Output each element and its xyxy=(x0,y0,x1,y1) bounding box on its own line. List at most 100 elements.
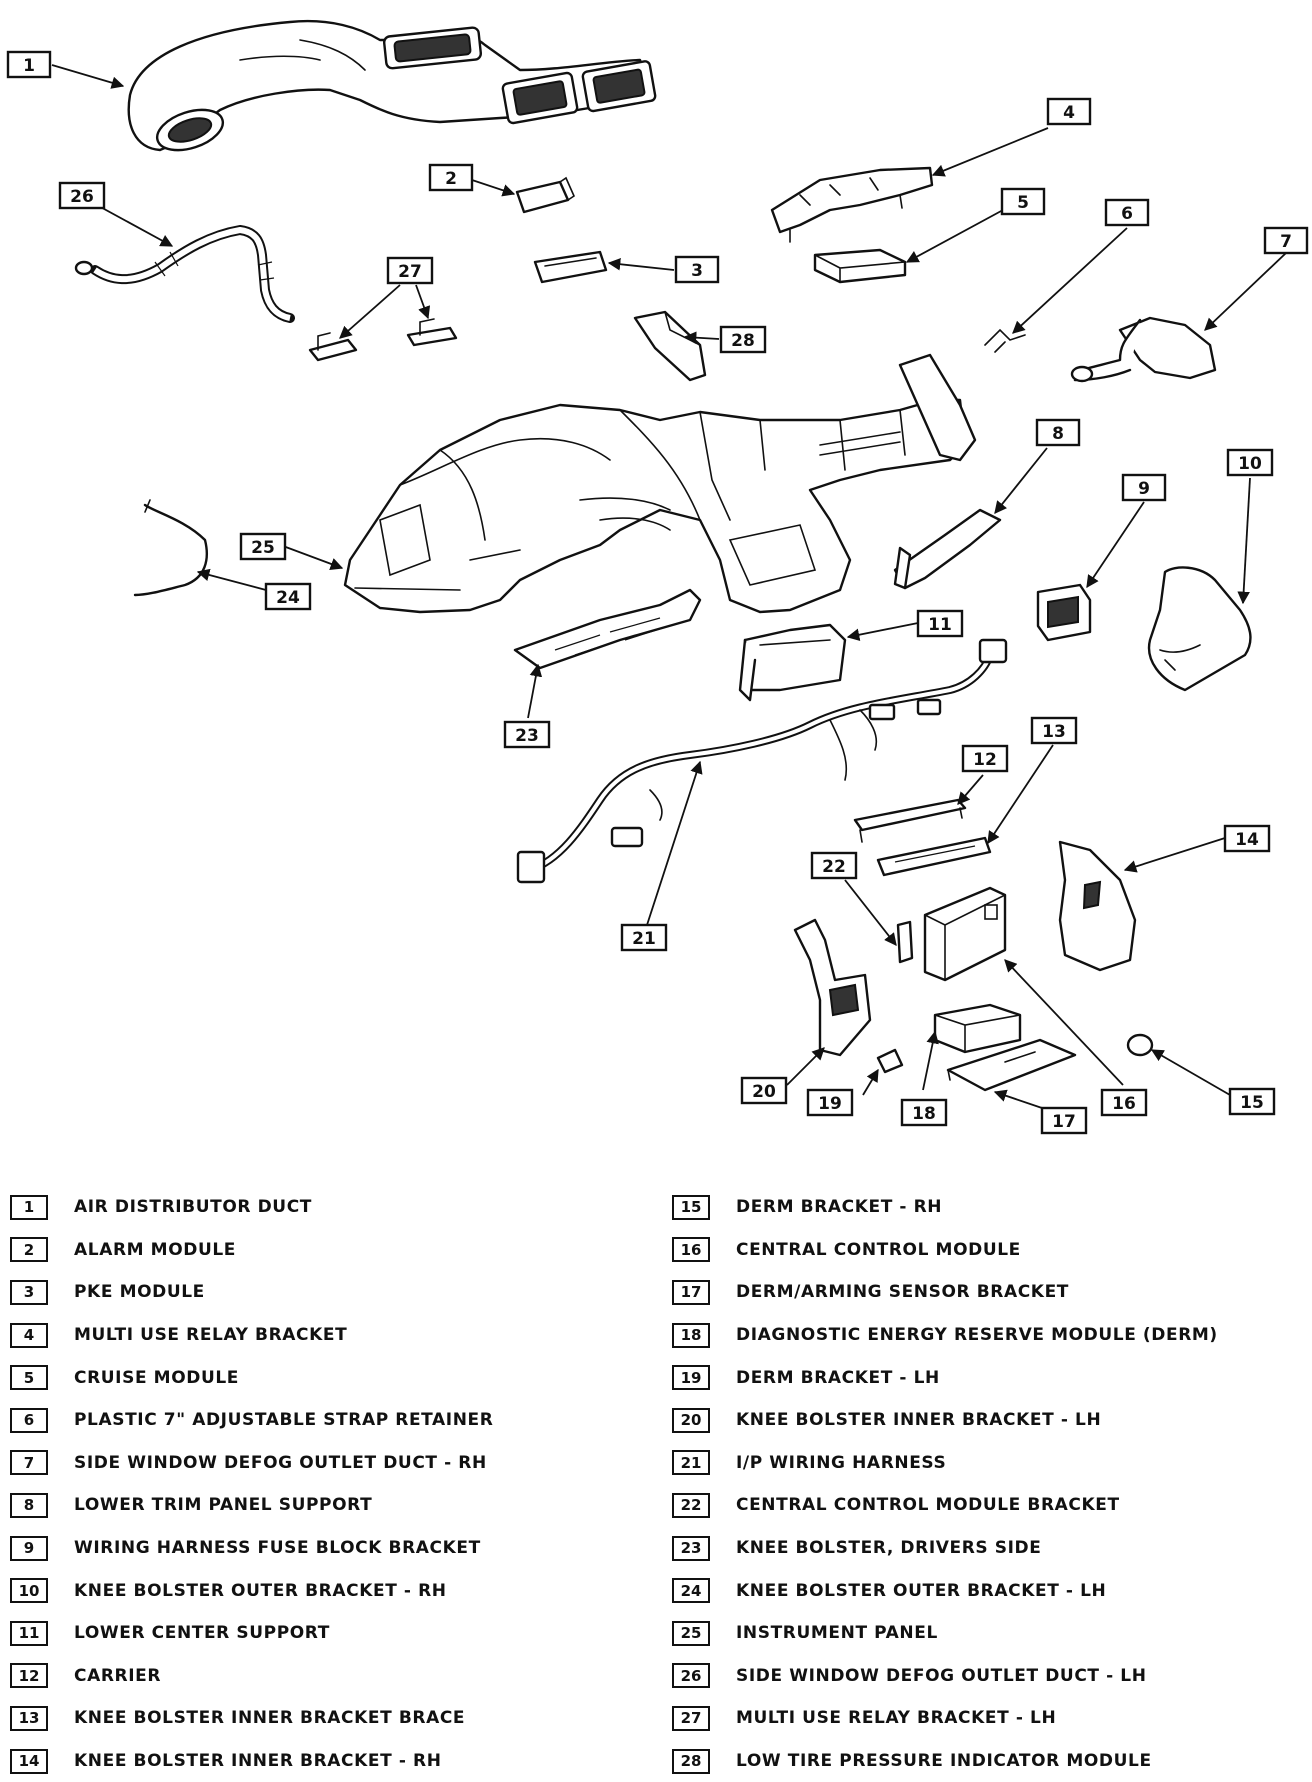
defog-duct-lh-part xyxy=(74,225,295,323)
legend-label: SIDE WINDOW DEFOG OUTLET DUCT - LH xyxy=(736,1665,1147,1686)
legend-label: KNEE BOLSTER INNER BRACKET - LH xyxy=(736,1410,1102,1431)
legend-number: 17 xyxy=(672,1279,710,1305)
cruise-module-part xyxy=(813,248,907,284)
callout-16: 16 xyxy=(1100,1088,1148,1117)
callout-10: 10 xyxy=(1226,448,1274,477)
legend-label: I/P WIRING HARNESS xyxy=(736,1452,947,1473)
svg-text:21: 21 xyxy=(632,929,656,949)
legend-number: 11 xyxy=(10,1620,48,1646)
legend-label: CENTRAL CONTROL MODULE BRACKET xyxy=(736,1495,1120,1516)
legend-number: 13 xyxy=(10,1705,48,1731)
svg-text:19: 19 xyxy=(818,1094,842,1114)
legend-label: ALARM MODULE xyxy=(74,1239,237,1260)
svg-text:23: 23 xyxy=(515,726,539,746)
legend-label: INSTRUMENT PANEL xyxy=(736,1623,938,1644)
callout-5: 5 xyxy=(1000,187,1046,216)
svg-text:13: 13 xyxy=(1042,722,1066,742)
knee-bolster-outer-bracket-lh-part xyxy=(133,499,208,597)
legend-label: CRUISE MODULE xyxy=(74,1367,240,1388)
svg-text:24: 24 xyxy=(276,588,300,608)
legend-number: 9 xyxy=(10,1535,48,1561)
legend-label: CENTRAL CONTROL MODULE xyxy=(736,1239,1021,1260)
legend-label: MULTI USE RELAY BRACKET xyxy=(74,1325,348,1346)
legend-item-1: 1 AIR DISTRIBUTOR DUCT xyxy=(10,1186,650,1229)
legend-number: 27 xyxy=(672,1705,710,1731)
derm-bracket-lh-part xyxy=(876,1048,904,1074)
legend-number: 7 xyxy=(10,1450,48,1476)
callout-21: 21 xyxy=(620,923,668,952)
callout-23: 23 xyxy=(503,720,551,749)
ip-wiring-harness-part xyxy=(516,638,1008,884)
callout-22: 22 xyxy=(810,851,858,880)
pke-module-part xyxy=(533,250,608,284)
derm-part xyxy=(933,1003,1022,1054)
legend-number: 5 xyxy=(10,1365,48,1391)
legend-number: 16 xyxy=(672,1237,710,1263)
legend-number: 15 xyxy=(672,1194,710,1220)
derm-arming-sensor-bracket-part xyxy=(946,1038,1077,1092)
svg-text:27: 27 xyxy=(398,262,422,282)
legend-item-12: 12 CARRIER xyxy=(10,1655,650,1698)
legend-label: CARRIER xyxy=(74,1665,162,1686)
low-tire-pressure-module-part xyxy=(633,310,707,382)
svg-text:11: 11 xyxy=(928,615,952,635)
callout-20: 20 xyxy=(740,1076,788,1105)
central-control-module-bracket-part xyxy=(896,920,914,964)
strap-retainer-part xyxy=(984,328,1026,353)
legend-number: 2 xyxy=(10,1237,48,1263)
legend-item-27: 27 MULTI USE RELAY BRACKET - LH xyxy=(672,1697,1302,1740)
legend-item-11: 11 LOWER CENTER SUPPORT xyxy=(10,1612,650,1655)
svg-text:1: 1 xyxy=(23,56,35,76)
legend-label: AIR DISTRIBUTOR DUCT xyxy=(74,1197,312,1218)
callout-28: 28 xyxy=(719,325,767,354)
fuse-block-bracket-part xyxy=(1036,583,1092,642)
callout-3: 3 xyxy=(674,255,720,284)
knee-bolster-outer-bracket-rh-part xyxy=(1147,566,1252,692)
svg-text:3: 3 xyxy=(691,261,703,281)
knee-bolster-inner-bracket-lh-part xyxy=(793,918,872,1057)
lower-trim-panel-support-part xyxy=(893,508,1002,590)
legend-number: 20 xyxy=(672,1407,710,1433)
legend-label: DERM/ARMING SENSOR BRACKET xyxy=(736,1282,1069,1303)
legend-label: KNEE BOLSTER, DRIVERS SIDE xyxy=(736,1538,1042,1559)
svg-text:15: 15 xyxy=(1240,1093,1264,1113)
exploded-parts-diagram: 1 2 3 4 5 6 7 8 xyxy=(6,19,1309,1135)
callout-15: 15 xyxy=(1228,1087,1276,1116)
legend-label: MULTI USE RELAY BRACKET - LH xyxy=(736,1708,1057,1729)
legend-label: KNEE BOLSTER OUTER BRACKET - LH xyxy=(736,1580,1107,1601)
legend-number: 25 xyxy=(672,1620,710,1646)
alarm-module-part xyxy=(515,176,576,214)
svg-text:8: 8 xyxy=(1052,424,1064,444)
knee-bolster-inner-bracket-rh-part xyxy=(1058,840,1137,972)
legend-item-5: 5 CRUISE MODULE xyxy=(10,1356,650,1399)
legend-label: SIDE WINDOW DEFOG OUTLET DUCT - RH xyxy=(74,1452,487,1473)
svg-text:28: 28 xyxy=(731,331,755,351)
legend-number: 14 xyxy=(10,1748,48,1774)
legend-item-7: 7 SIDE WINDOW DEFOG OUTLET DUCT - RH xyxy=(10,1442,650,1485)
legend-number: 6 xyxy=(10,1407,48,1433)
svg-text:5: 5 xyxy=(1017,193,1029,213)
callout-26: 26 xyxy=(58,181,106,210)
legend-number: 12 xyxy=(10,1663,48,1689)
callout-13: 13 xyxy=(1030,716,1078,745)
multi-use-relay-bracket-lh-part xyxy=(308,318,458,362)
svg-text:7: 7 xyxy=(1280,232,1292,252)
legend-item-16: 16 CENTRAL CONTROL MODULE xyxy=(672,1229,1302,1272)
legend-item-2: 2 ALARM MODULE xyxy=(10,1229,650,1272)
svg-text:6: 6 xyxy=(1121,204,1133,224)
legend-number: 1 xyxy=(10,1194,48,1220)
carrier-part xyxy=(853,798,967,843)
legend-label: LOWER CENTER SUPPORT xyxy=(74,1623,330,1644)
